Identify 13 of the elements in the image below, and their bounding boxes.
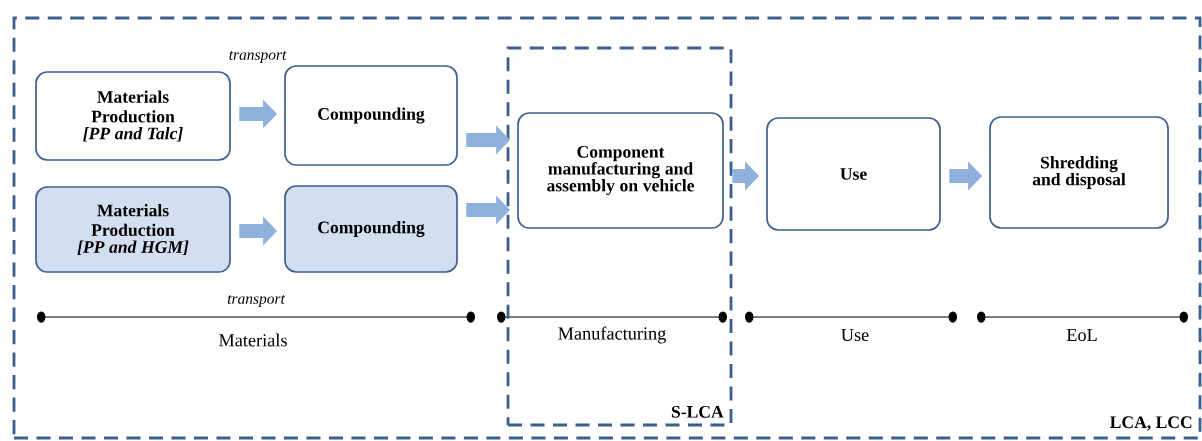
process-box: Component manufacturing and assembly on vehicle <box>517 112 724 229</box>
process-box: Use <box>766 117 941 231</box>
process-box: Shredding and disposal <box>989 116 1169 229</box>
process-box: Materials Production [PP and HGM] <box>35 186 231 273</box>
phase-label: Materials <box>217 332 289 348</box>
process-box: Compounding <box>284 65 458 166</box>
phase-label: Use <box>839 327 871 343</box>
edge-label: transport <box>229 51 287 63</box>
transport-label: transport <box>225 293 287 309</box>
phase-label: EoL <box>1064 327 1100 343</box>
phase-label: Manufacturing <box>556 325 668 345</box>
process-box: Materials Production [PP and Talc] <box>35 71 231 161</box>
process-box: Compounding <box>284 185 458 273</box>
